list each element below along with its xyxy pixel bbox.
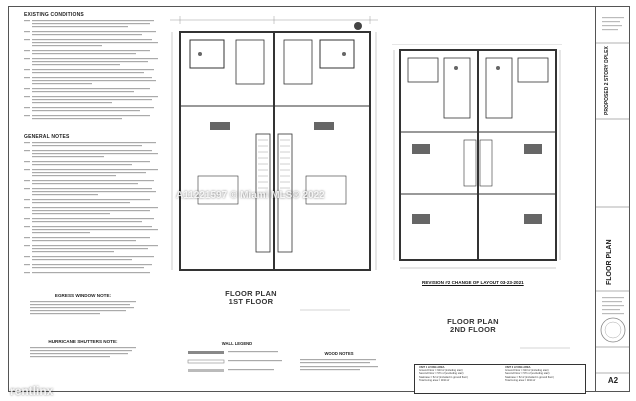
egress-text-lines — [30, 301, 136, 315]
rentlinx-watermark: rentlinx — [10, 384, 54, 398]
general-notes-header: GENERAL NOTES — [24, 134, 70, 140]
unit1-row: Total Living area = 1194 sf — [419, 378, 450, 382]
egress-title: EGRESS WINDOW NOTE: — [54, 293, 112, 298]
wall-legend-items — [187, 351, 282, 372]
sheet-number: A2 — [607, 376, 619, 385]
second-floor-scale-line — [520, 347, 570, 349]
area-table-unit2-overlay: UNIT 2 LIVING AREA Ground Floor = 623 sf… — [414, 364, 586, 394]
project-name: PROPOSED 2 STORY DPLEX — [604, 46, 610, 115]
first-floor-scale-line — [300, 309, 350, 311]
unit2-row: Ground Floor = 623 sf (including stair) — [505, 369, 549, 373]
living-area-table: UNIT 1 LIVING AREA Ground Floor = 623 sf… — [414, 364, 586, 394]
second-floor-plan-title: FLOOR PLAN 2ND FLOOR — [428, 318, 518, 334]
area-table-unit2: UNIT 2 LIVING AREA Ground Floor = 623 sf… — [501, 365, 591, 383]
title-block-grid — [596, 17, 630, 374]
title-block: PROPOSED 2 STORY DPLEX FLOOR PLAN A2 — [596, 6, 630, 392]
first-floor-plan-title: FLOOR PLAN 1ST FLOOR — [206, 290, 296, 306]
unit2-label: UNIT 2 LIVING AREA — [505, 366, 531, 369]
second-floor-plan-drawing — [392, 44, 562, 269]
first-floor-plan-drawing — [170, 16, 378, 271]
unit1-row: Second Floor = 571 sf (excluding stair) — [419, 372, 464, 376]
existing-conditions-header: EXISTING CONDITIONS — [24, 12, 84, 18]
unit1-row: Staircase = 52 sf (included in ground fl… — [419, 375, 468, 379]
hurricane-title: HURRICANE SHUTTERS NOTE: — [48, 339, 118, 344]
unit2-row: Staircase = 52 sf (included in ground fl… — [505, 375, 554, 379]
north-arrow-icon — [354, 22, 362, 30]
wood-notes: WOOD NOTES — [296, 350, 382, 382]
general-notes-text-lines — [24, 142, 158, 274]
notes-text-lines — [24, 20, 158, 120]
wood-notes-text-lines — [300, 359, 378, 371]
second-floor-title-text: FLOOR PLAN 2ND FLOOR — [447, 317, 499, 334]
unit1-label: UNIT 1 LIVING AREA — [419, 366, 445, 369]
engineer-seal-icon — [600, 317, 626, 343]
unit1-row: Ground Floor = 623 sf (including stair) — [419, 369, 463, 373]
wall-legend-title: WALL LEGEND — [221, 341, 253, 346]
unit2-row: Total Living area = 1194 sf — [505, 378, 536, 382]
wood-notes-title: WOOD NOTES — [324, 351, 354, 356]
wall-legend: WALL LEGEND — [184, 340, 290, 382]
hurricane-text-lines — [30, 347, 136, 358]
revision-note: REVISION #2 CHANGE OF LAYOUT 03-23-2021 — [422, 280, 524, 285]
egress-window-note: EGRESS WINDOW NOTE: — [24, 292, 142, 338]
general-notes — [24, 142, 162, 282]
existing-conditions-notes — [24, 20, 162, 130]
mls-watermark: A11221597 © Miami MLS® 2022 — [176, 190, 325, 201]
sheet-title: FLOOR PLAN — [606, 239, 613, 286]
unit2-row: Second Floor = 571 sf (excluding stair) — [505, 372, 550, 376]
first-floor-title-text: FLOOR PLAN 1ST FLOOR — [225, 289, 277, 306]
area-table-body: UNIT 1 LIVING AREA Ground Floor = 623 sf… — [415, 365, 585, 383]
hurricane-shutters-note: HURRICANE SHUTTERS NOTE: — [24, 338, 142, 384]
